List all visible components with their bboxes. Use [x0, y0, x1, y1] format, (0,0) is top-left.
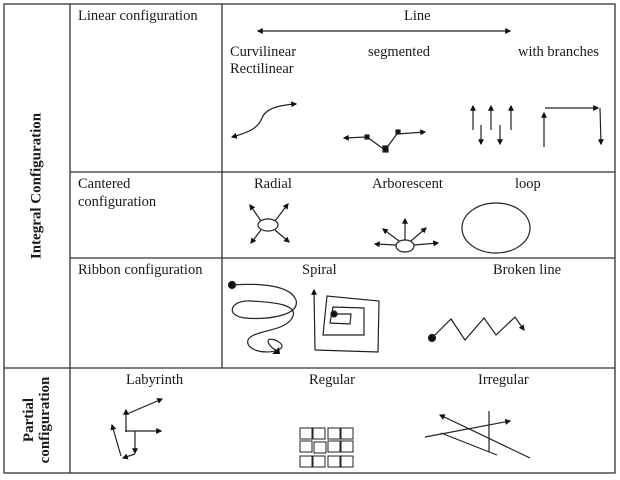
- type-irregular: Irregular: [478, 372, 529, 388]
- radial-diagram: [249, 203, 290, 244]
- type-arborescent: Arborescent: [372, 176, 443, 192]
- branches-bracket-diagram: [541, 105, 604, 147]
- row-label-centered-line2: configuration: [78, 194, 157, 210]
- loop-diagram: [461, 202, 531, 254]
- curvilinear-diagram: [230, 101, 298, 139]
- regular-grid-diagram: [299, 427, 354, 468]
- spiral-square-diagram: [311, 288, 380, 353]
- type-radial: Radial: [254, 176, 292, 192]
- group-label-integral: Integral Configuration: [28, 112, 45, 260]
- type-spiral: Spiral: [302, 262, 337, 278]
- segmented-diagram: [342, 129, 427, 153]
- irregular-diagram: [424, 411, 531, 459]
- table-border: [3, 3, 616, 474]
- type-rectilinear: Rectilinear: [230, 61, 294, 77]
- row-label-linear: Linear configuration: [78, 8, 198, 24]
- labyrinth-diagram: [110, 398, 164, 460]
- group-label-partial: Partial configuration: [21, 376, 53, 464]
- row-label-ribbon: Ribbon configuration: [78, 262, 203, 278]
- type-regular: Regular: [309, 372, 355, 388]
- arborescent-diagram: [373, 217, 440, 253]
- type-with-branches: with branches: [518, 44, 599, 60]
- broken-line-diagram: [427, 316, 525, 343]
- type-loop: loop: [515, 176, 541, 192]
- branches-parallel-diagram: [470, 104, 514, 146]
- type-labyrinth: Labyrinth: [126, 372, 184, 388]
- type-segmented: segmented: [368, 44, 431, 60]
- type-broken-line: Broken line: [493, 262, 562, 278]
- spiral-curl-diagram: [227, 280, 297, 354]
- row-label-centered-line1: Cantered: [78, 176, 131, 192]
- type-curvilinear: Curvilinear: [230, 44, 297, 60]
- line-axis-label: Line: [404, 8, 431, 24]
